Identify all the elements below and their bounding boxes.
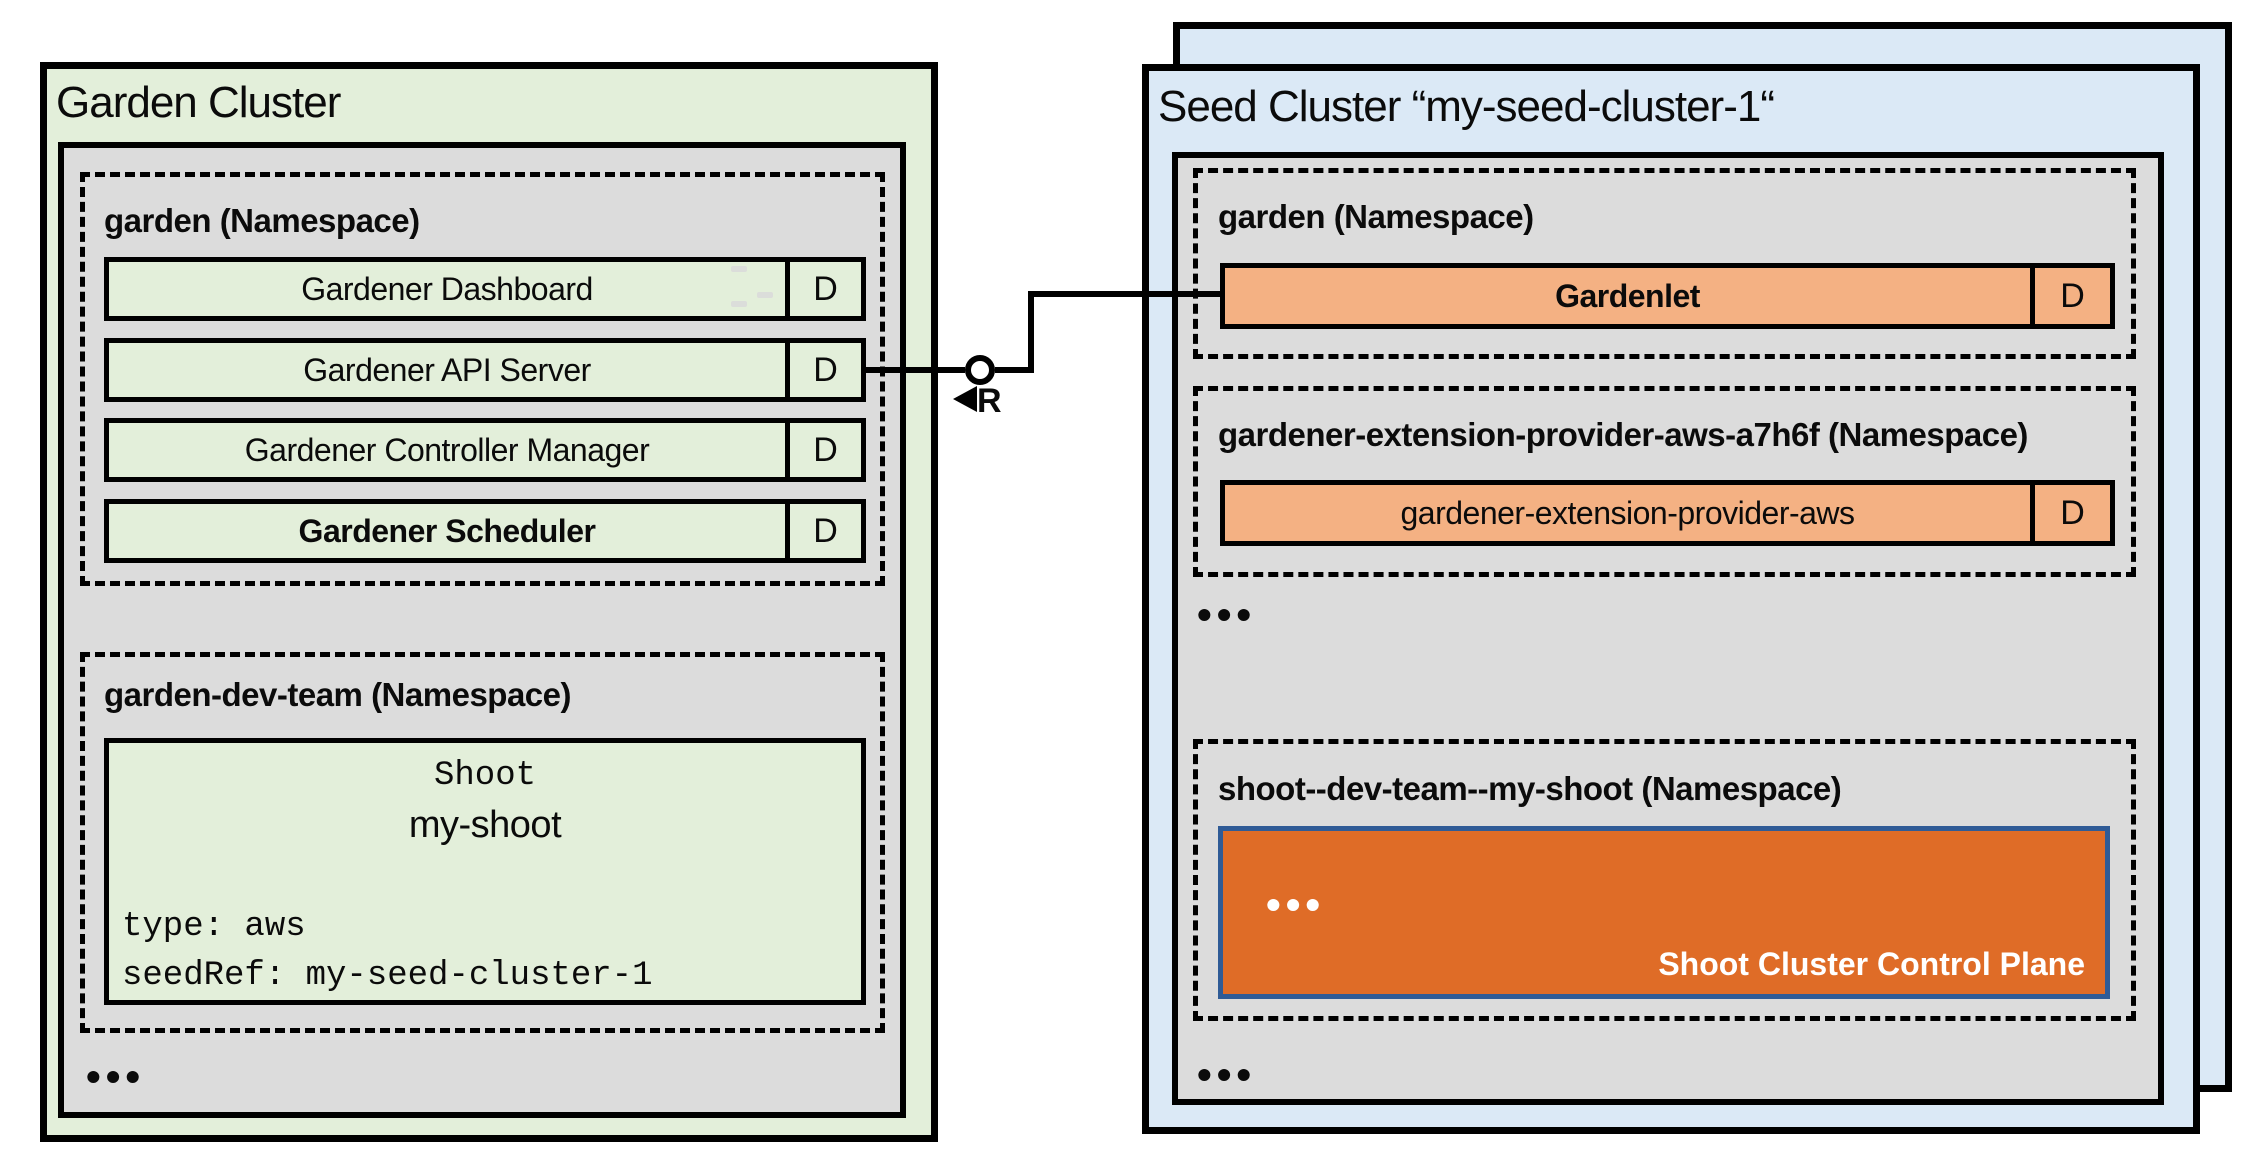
seed-more-namespaces-ellipsis: ••• xyxy=(1197,591,1257,638)
component-extension-provider-aws: gardener-extension-provider-aws D xyxy=(1220,480,2115,546)
connector-segment xyxy=(995,367,1034,373)
component-gardener-controller-manager: Gardener Controller Manager D xyxy=(104,418,866,482)
seed-garden-namespace-box xyxy=(1193,168,2136,359)
seed-more-bottom-ellipsis: ••• xyxy=(1197,1051,1257,1098)
deployment-badge: D xyxy=(785,262,861,316)
component-gardenlet-label: Gardenlet xyxy=(1555,277,1700,314)
component-extension-provider-aws-label: gardener-extension-provider-aws xyxy=(1400,494,1855,531)
deployment-badge: D xyxy=(785,423,861,477)
seed-shoot-namespace-box xyxy=(1193,739,2136,1021)
seed-extension-namespace-box xyxy=(1193,386,2136,577)
component-gardener-api-server-label: Gardener API Server xyxy=(303,351,591,388)
artifact-dash xyxy=(757,292,773,298)
garden-namespace-label: garden (Namespace) xyxy=(104,202,420,239)
shoot-spec-type: type: aws xyxy=(122,908,306,946)
shoot-cluster-control-plane-box xyxy=(1218,826,2110,999)
deployment-badge: D xyxy=(785,504,861,558)
garden-namespace-box xyxy=(80,172,885,586)
interface-r-label: R xyxy=(977,382,1002,420)
component-gardenlet: Gardenlet D xyxy=(1220,263,2115,329)
component-gardener-scheduler-label: Gardener Scheduler xyxy=(298,512,596,549)
artifact-dash xyxy=(731,301,747,307)
deployment-badge: D xyxy=(785,343,861,397)
shoot-spec-seedref: seedRef: my-seed-cluster-1 xyxy=(122,957,653,995)
component-gardener-dashboard: Gardener Dashboard D xyxy=(104,257,866,321)
control-plane-contents-ellipsis: ••• xyxy=(1266,881,1326,928)
seed-extension-namespace-label: gardener-extension-provider-aws-a7h6f (N… xyxy=(1218,416,2028,453)
garden-cluster-title: Garden Cluster xyxy=(56,78,341,127)
connector-segment xyxy=(866,367,965,373)
component-gardener-api-server: Gardener API Server D xyxy=(104,338,866,402)
shoot-resource-box xyxy=(104,738,866,1005)
shoot-resource-kind: Shoot xyxy=(433,757,537,795)
artifact-dash xyxy=(731,266,747,272)
seed-cluster-title: Seed Cluster “my-seed-cluster-1“ xyxy=(1158,82,1775,131)
deployment-badge: D xyxy=(2030,268,2110,324)
arrowhead-left-icon xyxy=(953,386,977,412)
component-gardener-dashboard-label: Gardener Dashboard xyxy=(301,270,593,307)
connector-segment xyxy=(1028,291,1034,373)
component-gardener-scheduler: Gardener Scheduler D xyxy=(104,499,866,563)
garden-dev-team-namespace-box xyxy=(80,652,885,1033)
connector-segment xyxy=(1034,291,1220,297)
seed-shoot-namespace-label: shoot--dev-team--my-shoot (Namespace) xyxy=(1218,770,1842,807)
shoot-resource-name: my-shoot xyxy=(408,804,562,846)
component-gardener-controller-manager-label: Gardener Controller Manager xyxy=(244,431,650,468)
deployment-badge: D xyxy=(2030,485,2110,541)
seed-garden-namespace-label: garden (Namespace) xyxy=(1218,198,1534,235)
provided-interface-circle xyxy=(965,355,995,385)
garden-more-ellipsis: ••• xyxy=(86,1053,146,1100)
control-plane-label: Shoot Cluster Control Plane xyxy=(1658,946,2085,982)
garden-dev-team-namespace-label: garden-dev-team (Namespace) xyxy=(104,676,572,713)
